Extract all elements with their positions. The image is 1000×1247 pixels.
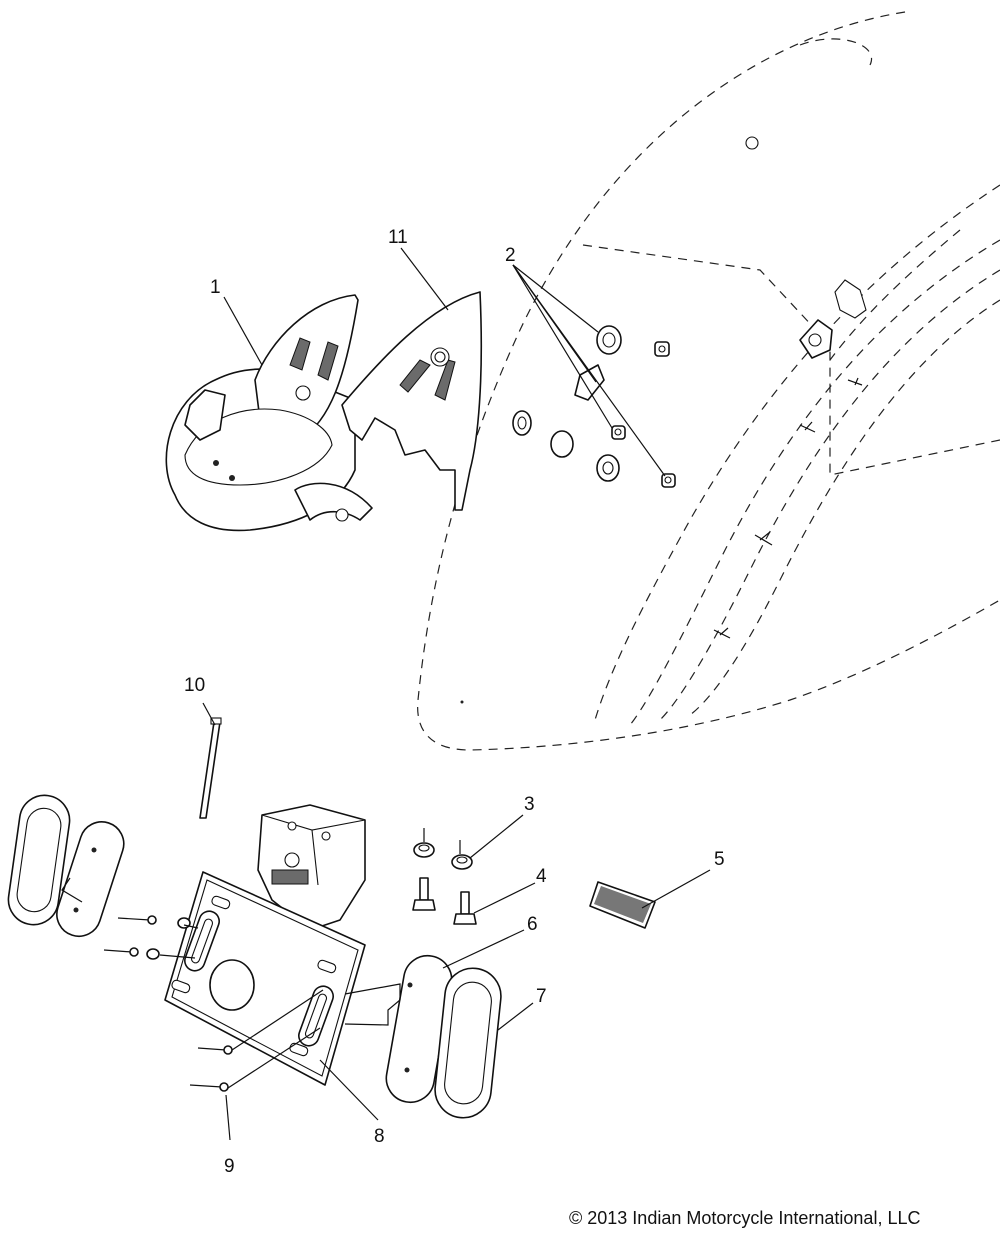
- push-pin: [611, 425, 626, 440]
- plug: [574, 364, 605, 401]
- callout-3: 3: [524, 794, 535, 815]
- screw: [197, 1045, 233, 1055]
- part-6-bracket-right: [344, 954, 453, 1104]
- grommet: [596, 454, 620, 482]
- screw: [117, 915, 191, 929]
- rear-fender-outline: [417, 11, 1000, 751]
- part-10-cable-tie: [199, 717, 222, 819]
- part-6-bracket-left: [56, 821, 125, 938]
- nut: [451, 840, 473, 870]
- part-11-gasket: [341, 291, 483, 511]
- callout-11: 11: [388, 227, 408, 248]
- callout-6: 6: [527, 914, 538, 935]
- plug: [550, 430, 574, 458]
- part-7-reflector-left: [7, 794, 71, 926]
- part-9-screws: [103, 915, 233, 1092]
- screw: [189, 1082, 229, 1092]
- part-1-taillight-housing: [165, 294, 373, 532]
- bolt: [453, 891, 477, 925]
- part-4-bolts: [412, 877, 477, 925]
- callout-1: 1: [210, 277, 221, 298]
- callout-7: 7: [536, 986, 547, 1007]
- push-pin: [654, 341, 670, 357]
- grommet: [512, 410, 532, 436]
- part-2-grommets: [512, 325, 676, 488]
- bolt: [412, 877, 436, 911]
- part-7-reflector-right: [434, 967, 502, 1119]
- copyright-notice: © 2013 Indian Motorcycle International, …: [569, 1208, 921, 1228]
- callout-4: 4: [536, 866, 547, 887]
- callout-2: 2: [505, 245, 516, 266]
- part-8-license-bracket: [164, 804, 366, 1086]
- callout-5: 5: [714, 849, 725, 870]
- nut: [413, 828, 435, 858]
- callout-10: 10: [184, 675, 205, 696]
- part-3-nuts: [413, 828, 473, 870]
- callout-8: 8: [374, 1126, 385, 1147]
- push-pin: [661, 473, 676, 488]
- part-5-label: [589, 881, 656, 929]
- screw: [103, 947, 160, 960]
- callout-labels: 1 2 3 4 5 6 7 8 9 10 11: [184, 227, 725, 1177]
- leader-lines: [159, 247, 711, 1141]
- callout-9: 9: [224, 1156, 235, 1177]
- grommet: [596, 325, 622, 355]
